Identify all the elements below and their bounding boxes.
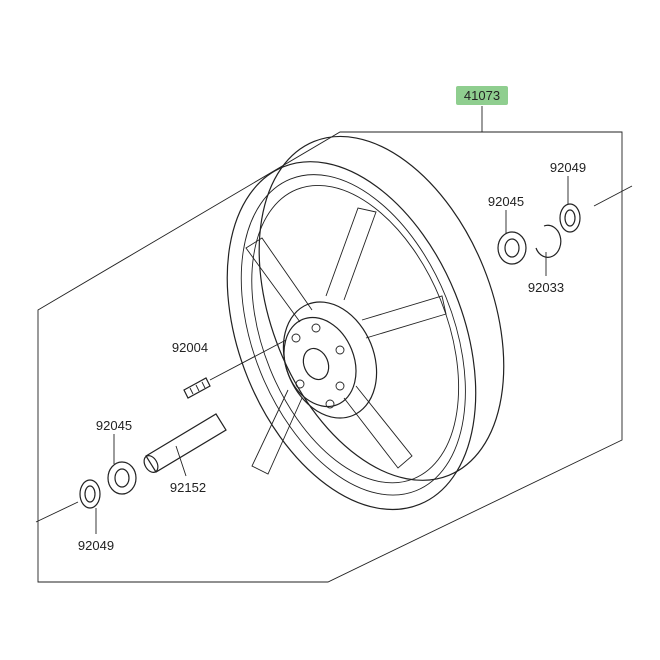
- rim-outer-back: [258, 135, 505, 481]
- seal-top-inner: [564, 209, 576, 227]
- hub-group: [282, 301, 378, 419]
- bearing-top-inner: [504, 238, 520, 258]
- spoke-1: [245, 237, 313, 323]
- main-assembly-label[interactable]: 41073: [464, 88, 500, 103]
- label-bearing-top[interactable]: 92045: [488, 194, 524, 209]
- rim-inner-front: [240, 174, 466, 496]
- spokes-group: [245, 207, 447, 475]
- spoke-2: [325, 207, 377, 301]
- spoke-5: [251, 389, 303, 475]
- axis-line-left: [35, 501, 79, 523]
- bearing-top-part[interactable]: [497, 210, 527, 265]
- stud-part[interactable]: [183, 339, 287, 399]
- seal-top-outer: [559, 203, 581, 233]
- main-assembly-highlight: [456, 86, 508, 105]
- label-spacer[interactable]: 92152: [170, 480, 206, 495]
- hub-bolt-hole-5: [295, 379, 305, 389]
- wheel-rim-group: [226, 135, 505, 511]
- spacer-leader: [175, 445, 187, 477]
- rim-inner-lip: [251, 184, 460, 484]
- hub-flange: [283, 316, 357, 408]
- stud-thread-3: [201, 381, 206, 389]
- hub-bolt-hole-6: [325, 399, 335, 409]
- hub-bolt-hole-1: [291, 333, 301, 343]
- label-bearing-bottom[interactable]: 92045: [96, 418, 132, 433]
- spacer-part[interactable]: [141, 413, 227, 477]
- label-seal-bottom[interactable]: 92049: [78, 538, 114, 553]
- hub-bolt-hole-2: [311, 323, 321, 333]
- seal-bottom-outer: [79, 479, 101, 509]
- spoke-4: [343, 385, 413, 469]
- bearing-top-outer: [497, 231, 527, 265]
- label-circlip[interactable]: 92033: [528, 280, 564, 295]
- rim-outer-front: [226, 161, 477, 511]
- circlip-ring: [535, 224, 562, 258]
- seal-bottom-part[interactable]: [79, 479, 101, 534]
- hub-outer: [282, 301, 378, 419]
- label-seal-top[interactable]: 92049: [550, 160, 586, 175]
- spoke-3: [361, 295, 447, 339]
- spacer-body: [145, 413, 227, 473]
- hub-bolt-hole-4: [335, 381, 345, 391]
- stud-thread-2: [195, 384, 200, 392]
- assembly-frame: [37, 131, 623, 583]
- bearing-bottom-outer: [107, 461, 137, 495]
- stud-body: [183, 377, 211, 399]
- hub-bore: [302, 347, 330, 381]
- seal-bottom-inner: [84, 485, 96, 503]
- bearing-bottom-part[interactable]: [107, 434, 137, 495]
- circlip-part[interactable]: [535, 224, 562, 276]
- bearing-bottom-inner: [114, 468, 130, 488]
- seal-top-part[interactable]: [559, 176, 581, 233]
- label-stud[interactable]: 92004: [172, 340, 208, 355]
- stud-leader: [209, 339, 287, 381]
- stud-thread-1: [189, 387, 194, 395]
- hub-bolt-hole-3: [335, 345, 345, 355]
- axis-line-right: [593, 185, 633, 207]
- spacer-end: [143, 455, 159, 473]
